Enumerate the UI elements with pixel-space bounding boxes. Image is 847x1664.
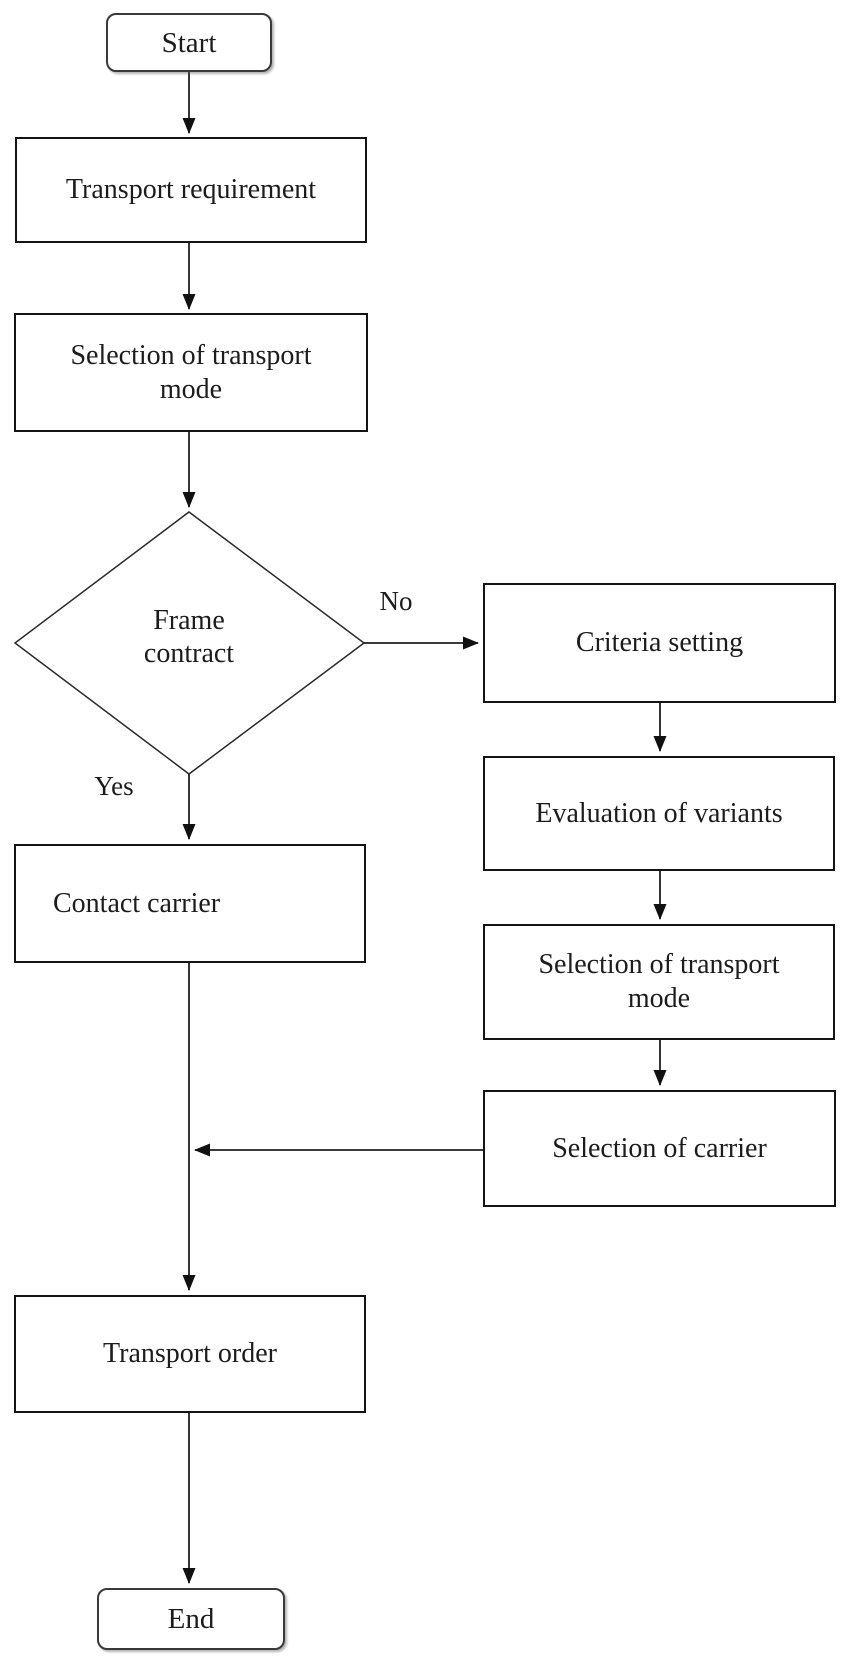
node-selection-of-transport-mode-2: Selection of transport mode [483, 924, 835, 1040]
node-start: Start [106, 13, 272, 72]
node-selection-of-transport-mode-1: Selection of transport mode [14, 313, 368, 432]
node-contact-carrier: Contact carrier [14, 844, 366, 963]
node-transport-order: Transport order [14, 1295, 366, 1413]
edge-label-no: No [379, 586, 413, 616]
node-frame-contract-label: Frame contract [143, 605, 235, 669]
edge-label-yes: Yes [94, 771, 134, 801]
node-transport-requirement: Transport requirement [15, 137, 367, 243]
node-selection-of-carrier: Selection of carrier [483, 1090, 836, 1207]
node-evaluation-of-variants: Evaluation of variants [483, 756, 835, 871]
node-criteria-setting: Criteria setting [483, 583, 836, 703]
node-end: End [97, 1588, 285, 1650]
